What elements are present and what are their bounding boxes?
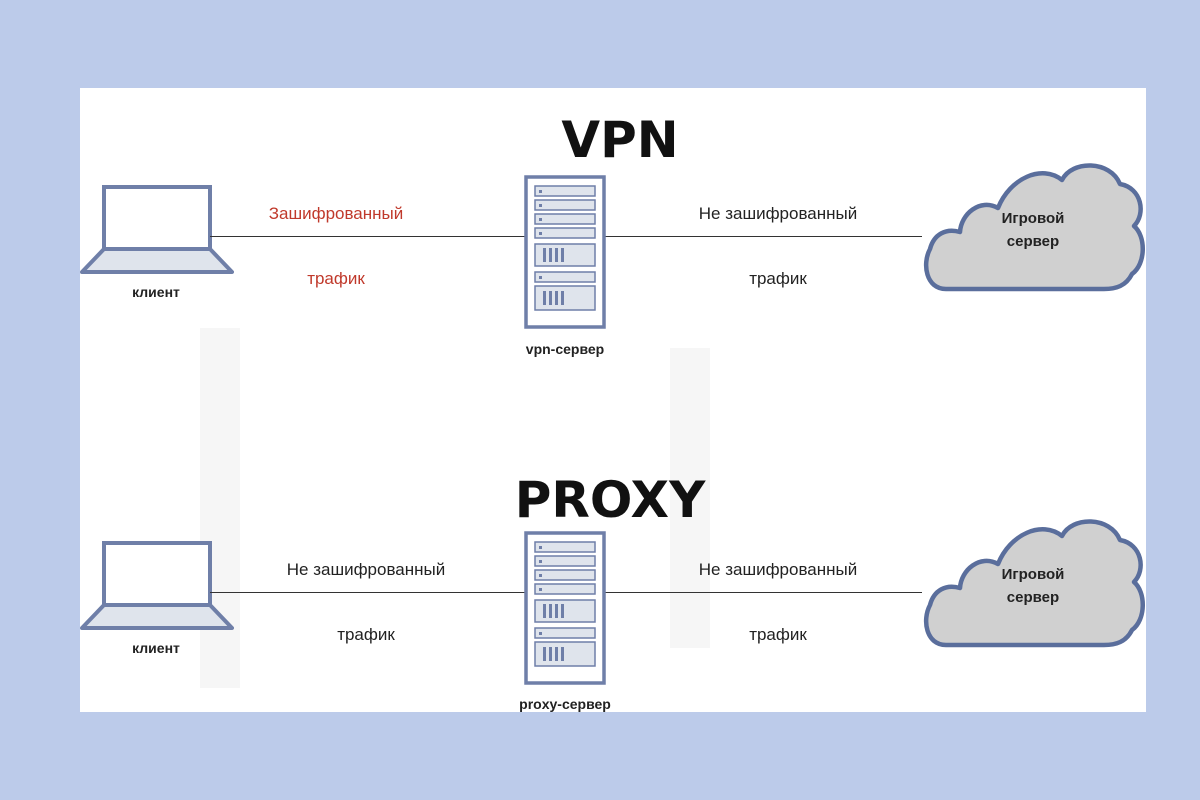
vpn-client-label: клиент bbox=[132, 284, 180, 300]
background-shade bbox=[670, 348, 710, 648]
vpn-connection-line-left bbox=[210, 236, 526, 237]
proxy-connection-line-left bbox=[210, 592, 526, 593]
proxy-left-traffic-bottom: трафик bbox=[337, 625, 395, 644]
proxy-right-traffic-top: Не зашифрованный bbox=[698, 560, 858, 579]
vpn-server-label: vpn-сервер bbox=[525, 341, 605, 357]
server-rack-icon bbox=[524, 531, 606, 685]
background-shade bbox=[200, 328, 240, 688]
proxy-client-label: клиент bbox=[132, 640, 180, 656]
proxy-connection-line-right bbox=[604, 592, 922, 593]
vpn-left-traffic-bottom: трафик bbox=[307, 269, 365, 288]
proxy-cloud-line1: Игровой bbox=[1001, 566, 1065, 583]
server-rack-icon bbox=[524, 175, 606, 329]
cloud-icon bbox=[924, 519, 1145, 648]
vpn-connection-line-right bbox=[604, 236, 922, 237]
laptop-icon bbox=[80, 185, 234, 274]
cloud-icon bbox=[924, 163, 1145, 292]
vpn-cloud-line1: Игровой bbox=[1001, 210, 1065, 227]
proxy-left-traffic-top: Не зашифрованный bbox=[286, 560, 446, 579]
diagram-panel: VPN клиент Зашифрованный трафик vpn-серв… bbox=[80, 88, 1146, 712]
vpn-right-traffic-top: Не зашифрованный bbox=[698, 204, 858, 223]
vpn-left-traffic-top: Зашифрованный bbox=[268, 204, 404, 223]
vpn-title: VPN bbox=[561, 111, 679, 169]
proxy-cloud-line2: сервер bbox=[1006, 589, 1060, 606]
proxy-title: PROXY bbox=[514, 471, 706, 529]
vpn-right-traffic-bottom: трафик bbox=[749, 269, 807, 288]
proxy-right-traffic-bottom: трафик bbox=[749, 625, 807, 644]
proxy-server-label: proxy-сервер bbox=[519, 696, 611, 712]
vpn-cloud-line2: сервер bbox=[1006, 233, 1060, 250]
laptop-icon bbox=[80, 541, 234, 630]
